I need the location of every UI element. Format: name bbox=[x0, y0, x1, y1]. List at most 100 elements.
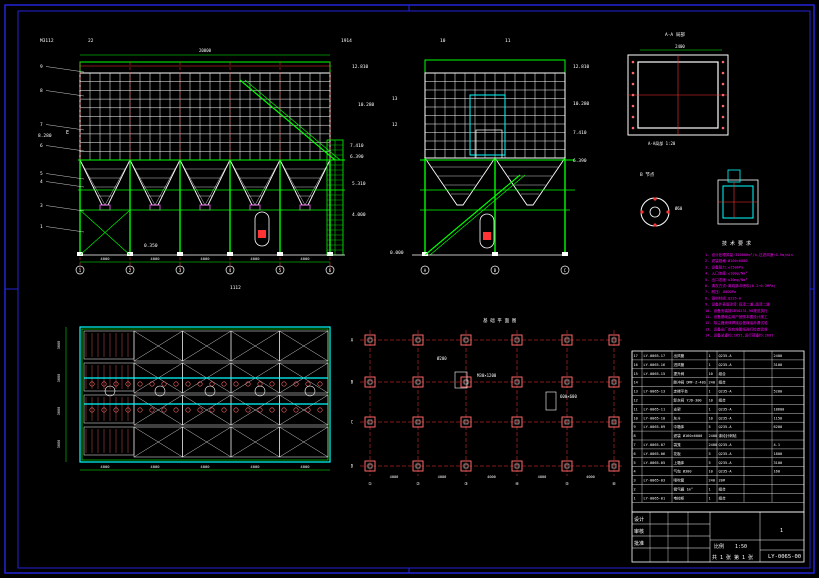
title-block: 设计 审核 批准 比例 1:50 共 1 张 第 1 张 LY-0065-00 … bbox=[631, 511, 805, 563]
bom-cell: 240 bbox=[709, 479, 716, 483]
side-elev-a: 7.410 bbox=[573, 130, 587, 136]
hopper bbox=[129, 159, 181, 206]
foundation-col-label: ③ bbox=[464, 481, 468, 486]
bom-cell: Q235-A bbox=[719, 354, 733, 358]
bom-cell: 中箱体 bbox=[674, 424, 685, 429]
bom-cell: 涤纶针刺毡 bbox=[719, 433, 737, 438]
axis-bubble-5 bbox=[275, 265, 285, 275]
foundation-pad bbox=[511, 334, 523, 346]
title-block-approved: 批准 bbox=[634, 540, 644, 547]
bom-cell: 1 bbox=[709, 363, 711, 367]
bom-cell: 5200 bbox=[774, 390, 783, 394]
bom-cell: 1 bbox=[709, 407, 711, 411]
side-label-top-right: 11 bbox=[505, 38, 511, 44]
note-item: 2. 滤袋规格:Ø160×6000 bbox=[705, 258, 748, 263]
side-elev-ground: 0.000 bbox=[390, 250, 404, 256]
note-item: 14. 设备总重约:185t,运行荷重约:260t bbox=[705, 333, 773, 338]
hopper bbox=[79, 159, 131, 206]
front-span-dim: 4000 bbox=[150, 256, 160, 261]
foundation-pad bbox=[364, 376, 376, 388]
foundation-col-label: ④ bbox=[515, 481, 519, 486]
flange-circle bbox=[640, 197, 670, 227]
detail-a-caption: A-A局部 1:20 bbox=[648, 140, 676, 146]
svg-text:B: B bbox=[494, 268, 497, 273]
bom-cell: LY-0065-07 bbox=[644, 443, 666, 447]
side-support-columns bbox=[420, 158, 575, 256]
side-elev-top: 12.810 bbox=[573, 64, 590, 70]
bom-cell: 12 bbox=[634, 399, 638, 403]
foundation-row-label: B bbox=[351, 380, 354, 385]
note-item: 12. 除尘器壳体焊接后做煤油渗漏试验 bbox=[705, 320, 768, 325]
bom-cell: LY-0065-11 bbox=[644, 407, 666, 411]
note-item: 8. 钢材材质:Q235-A bbox=[705, 295, 742, 300]
side-hopper bbox=[424, 157, 496, 206]
bom-cell: LY-0065-03 bbox=[644, 479, 666, 483]
detail-b-title: B 节点 bbox=[640, 172, 655, 178]
bom-cell: 4 bbox=[634, 470, 636, 474]
front-arrow-label: E bbox=[66, 130, 69, 136]
side-label-top: 10 bbox=[440, 38, 446, 44]
front-ladder-rungs bbox=[327, 144, 343, 251]
bom-cell: 160 bbox=[774, 470, 781, 474]
bom-cell: LY-0065-17 bbox=[644, 354, 666, 358]
svg-text:6: 6 bbox=[329, 268, 332, 273]
svg-text:1: 1 bbox=[79, 268, 82, 273]
bom-cell: Q235-A bbox=[719, 425, 733, 429]
note-item: 4. 入口浓度:≤100g/Nm³ bbox=[705, 271, 748, 276]
bom-cell: 11 bbox=[634, 407, 638, 411]
front-elev-a: 7.410 bbox=[350, 143, 364, 149]
bom-cell: 组合 bbox=[719, 371, 727, 376]
detail-a-title: A-A 局部 bbox=[665, 31, 685, 38]
bom-cell: 240 bbox=[709, 381, 716, 385]
front-elev-ped: 0.350 bbox=[144, 243, 158, 249]
foundation-span-dim: 4000 bbox=[487, 475, 496, 479]
plan-span-dim: 4000 bbox=[150, 464, 160, 469]
front-callout-7: 7 bbox=[40, 122, 43, 128]
svg-text:5: 5 bbox=[279, 268, 282, 273]
bom-cell: LY-0065-09 bbox=[644, 425, 666, 429]
hopper bbox=[279, 159, 331, 206]
bom-cell: 气包 Ø300 bbox=[674, 469, 692, 474]
front-air-tank bbox=[254, 211, 270, 247]
bom-cell: 1 bbox=[634, 496, 636, 500]
front-callout-8: 8 bbox=[40, 88, 43, 94]
foundation-row-label: C bbox=[351, 420, 354, 425]
foundation-pad bbox=[511, 460, 523, 472]
bom-cell: 10 bbox=[709, 416, 713, 420]
plan-span-dim: 4000 bbox=[300, 464, 310, 469]
bom-cell: 10 bbox=[634, 416, 638, 420]
foundation-pad bbox=[364, 334, 376, 346]
bom-cell: 2400 bbox=[709, 443, 718, 447]
note-item: 5. 出口浓度:≤30mg/Nm³ bbox=[705, 277, 748, 282]
bom-cell: 13 bbox=[634, 390, 638, 394]
plan-side-dim: 3000 bbox=[57, 374, 61, 383]
front-top-box bbox=[79, 61, 331, 74]
foundation-pad bbox=[608, 334, 620, 346]
front-note-bottom: 1112 bbox=[230, 285, 241, 291]
side-hopper bbox=[494, 157, 566, 206]
side-elev-right: 10.280 bbox=[573, 101, 590, 107]
bom-cell: 5 bbox=[634, 461, 636, 465]
foundation-col-label: ② bbox=[416, 481, 420, 486]
bom-cell: 走梯平台 bbox=[674, 389, 689, 394]
front-stair bbox=[239, 79, 336, 161]
foundation-annot-1: Ø200 bbox=[437, 356, 447, 361]
bom-cell: 5 bbox=[709, 452, 711, 456]
bom-cell: Q235-A bbox=[719, 452, 733, 456]
bom-cell: LY-0065-05 bbox=[644, 461, 666, 465]
bom-cell: 5 bbox=[709, 461, 711, 465]
bom-cell: 出风管 bbox=[674, 353, 685, 358]
bom-cell: 灰斗 bbox=[674, 415, 682, 420]
side-casing-panel-grid bbox=[425, 73, 565, 158]
bom-cell: Q235-A bbox=[719, 407, 733, 411]
foundation-pad bbox=[511, 376, 523, 388]
side-axis-bubble-B bbox=[490, 265, 500, 275]
note-item: 11. 设备基础由用户按照本图设计施工 bbox=[705, 314, 768, 319]
note-item: 10. 设备安装按GB50231-98规范执行 bbox=[705, 308, 768, 313]
side-elevation-view: 10 11 12.810 10.280 7.410 6.390 0.000 13… bbox=[390, 38, 590, 275]
bom-cell: LY-0065-16 bbox=[644, 363, 666, 367]
bom-cell: 电控柜 bbox=[674, 495, 685, 500]
